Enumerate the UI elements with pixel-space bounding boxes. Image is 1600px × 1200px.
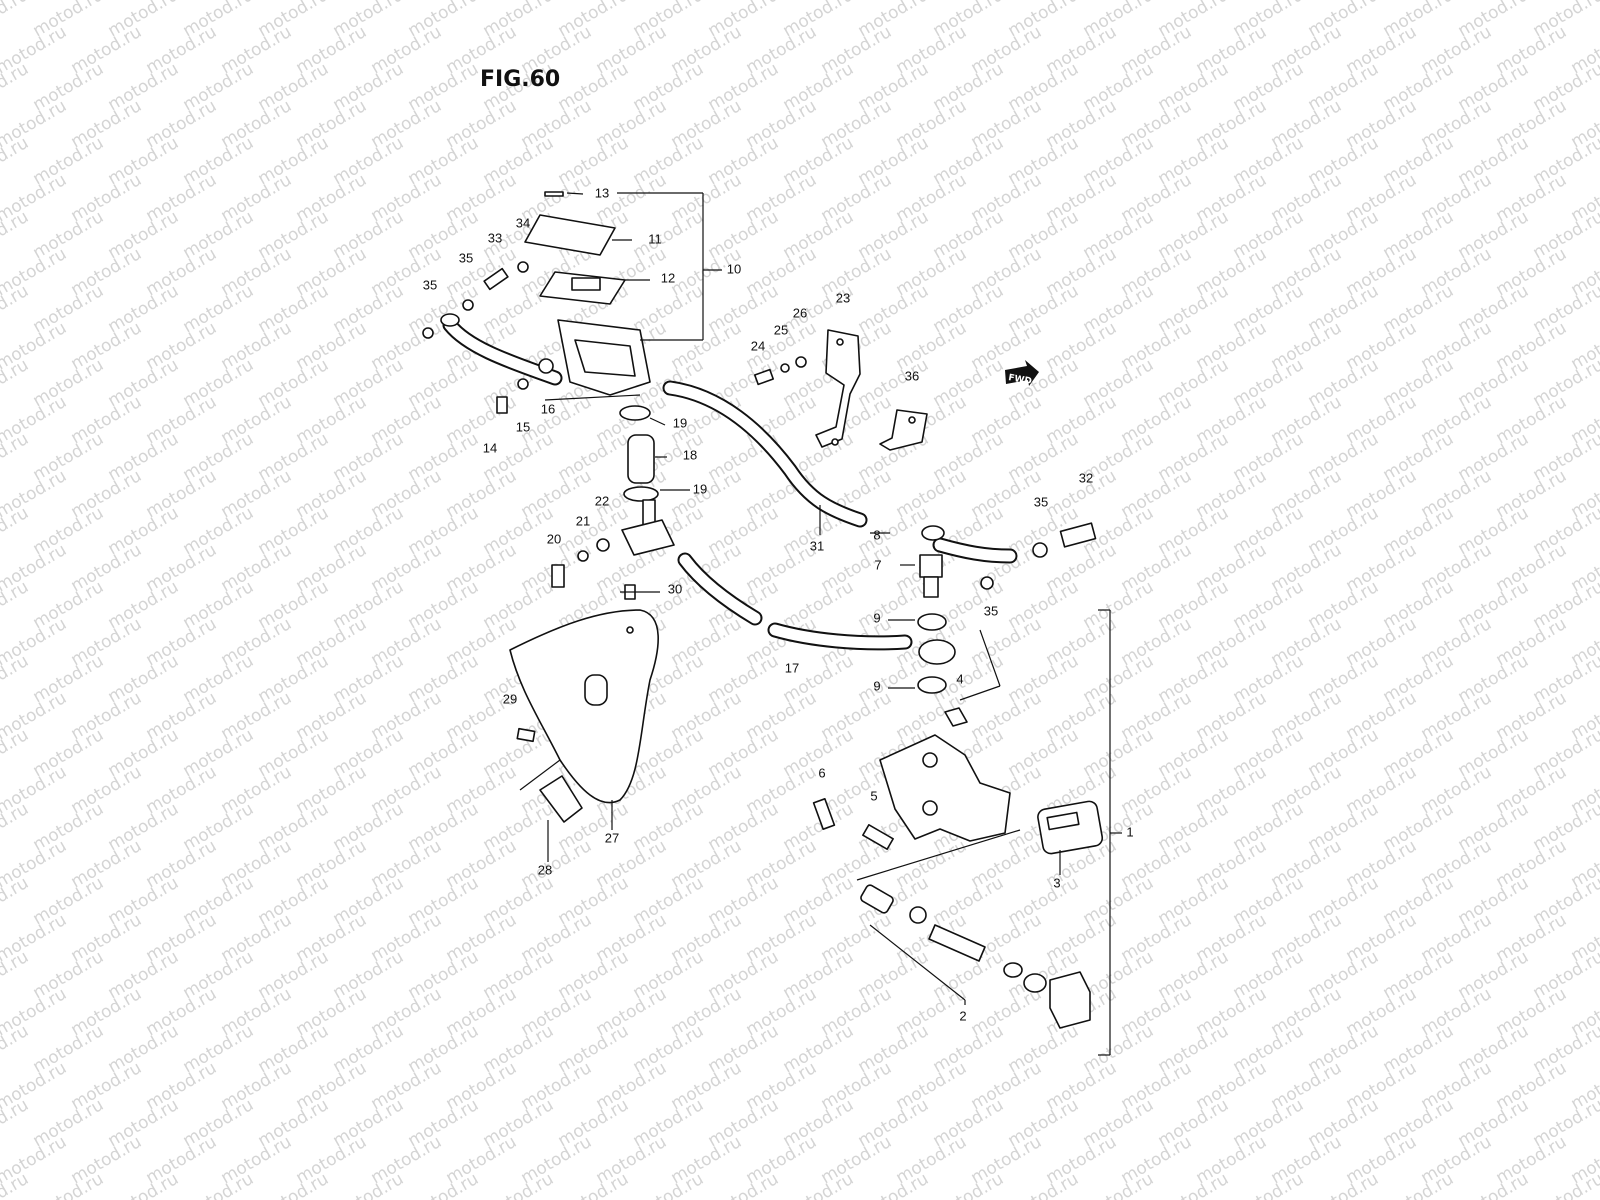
callout-15: 15 bbox=[516, 419, 530, 434]
callout-27: 27 bbox=[605, 830, 619, 845]
callout-22: 22 bbox=[595, 493, 609, 508]
callout-35-b: 35 bbox=[423, 277, 437, 292]
callout-3: 3 bbox=[1053, 875, 1060, 890]
callout-30: 30 bbox=[668, 581, 682, 596]
callout-19: 19 bbox=[673, 415, 687, 430]
callout-36: 36 bbox=[905, 368, 919, 383]
callout-19-lower: 19 bbox=[693, 481, 707, 496]
callout-4: 4 bbox=[956, 671, 963, 686]
callout-5: 5 bbox=[870, 788, 877, 803]
callout-8: 8 bbox=[873, 527, 880, 542]
callout-11: 11 bbox=[648, 231, 662, 246]
callout-26: 26 bbox=[793, 305, 807, 320]
callout-32: 32 bbox=[1079, 470, 1093, 485]
callout-9: 9 bbox=[873, 610, 880, 625]
watermark-text: motod.ru bbox=[0, 0, 32, 41]
callout-20: 20 bbox=[547, 531, 561, 546]
callout-10: 10 bbox=[727, 261, 741, 276]
callout-35-a: 35 bbox=[459, 250, 473, 265]
callout-35-d: 35 bbox=[984, 603, 998, 618]
callout-7: 7 bbox=[874, 557, 881, 572]
callout-21: 21 bbox=[576, 513, 590, 528]
callout-18: 18 bbox=[683, 447, 697, 462]
figure-title: FIG.60 bbox=[480, 67, 560, 92]
callout-34: 34 bbox=[516, 215, 530, 230]
callout-16: 16 bbox=[541, 401, 555, 416]
callout-33: 33 bbox=[488, 230, 502, 245]
callout-28: 28 bbox=[538, 862, 552, 877]
callout-17: 17 bbox=[785, 660, 799, 675]
callout-31: 31 bbox=[810, 538, 824, 553]
watermark-text: motod.ru bbox=[1530, 1169, 1600, 1200]
callout-1: 1 bbox=[1126, 824, 1133, 839]
callout-12: 12 bbox=[661, 270, 675, 285]
callout-14: 14 bbox=[483, 440, 497, 455]
callout-35-c: 35 bbox=[1034, 494, 1048, 509]
callout-29: 29 bbox=[503, 691, 517, 706]
callout-13: 13 bbox=[595, 185, 609, 200]
callout-6: 6 bbox=[818, 765, 825, 780]
callout-2: 2 bbox=[959, 1008, 966, 1023]
callout-23: 23 bbox=[836, 290, 850, 305]
callout-25: 25 bbox=[774, 322, 788, 337]
callout-9-lower: 9 bbox=[873, 678, 880, 693]
callout-24: 24 bbox=[751, 338, 765, 353]
